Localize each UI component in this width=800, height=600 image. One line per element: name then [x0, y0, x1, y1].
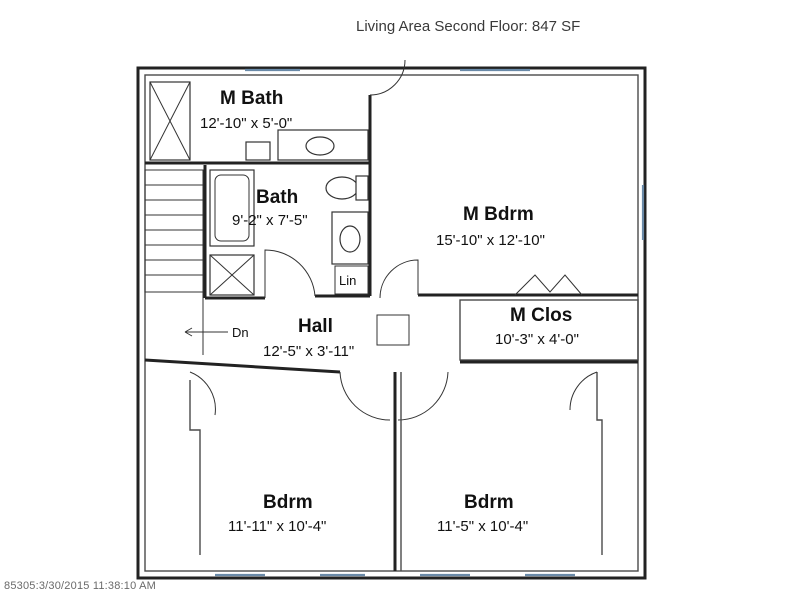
- room-dims-hall: 12'-5" x 3'-11": [263, 343, 355, 360]
- room-name-m-bdrm: M Bdrm: [463, 204, 534, 225]
- linen-label: Lin: [339, 273, 357, 288]
- exterior-wall-outer: [136, 66, 647, 580]
- wall-hall-bottom-left: [144, 358, 341, 374]
- stairs-down-label: Dn: [232, 325, 249, 340]
- door-mbdrm: [379, 259, 419, 299]
- plan-title: Living Area Second Floor: 847 SF: [356, 18, 581, 35]
- bathtub: [209, 169, 255, 247]
- room-dims-m-bath: 12'-10" x 5'-0": [200, 115, 293, 132]
- timestamp-stamp: 85305:3/30/2015 11:38:10 AM: [4, 580, 156, 592]
- room-dims-m-bdrm: 15'-10" x 12'-10": [436, 232, 545, 249]
- room-name-bdrm-left: Bdrm: [263, 492, 313, 513]
- door-bdrm-left: [189, 371, 216, 416]
- room-dims-bdrm-right: 11'-5" x 10'-4": [437, 518, 529, 535]
- linen-closet: [334, 265, 369, 295]
- door-bath: [264, 249, 316, 298]
- room-dims-m-clos: 10'-3" x 4'-0": [495, 331, 579, 348]
- door-hall-center: [339, 371, 449, 421]
- room-name-m-clos: M Clos: [510, 305, 573, 326]
- closet-bifold: [514, 274, 583, 296]
- room-dims-bdrm-left: 11'-11" x 10'-4": [228, 518, 327, 535]
- wall-bdrm-left: [189, 380, 201, 555]
- wall-bdrm-right: [596, 372, 603, 555]
- room-name-bdrm-right: Bdrm: [464, 492, 514, 513]
- door-mbath: [369, 59, 406, 96]
- toilet-mbath: [245, 141, 271, 161]
- room-dims-bath: 9'-2" x 7'-5": [232, 212, 308, 229]
- stairs: [144, 169, 204, 293]
- room-name-bath: Bath: [256, 187, 299, 208]
- attic-hatch: [376, 314, 410, 346]
- room-name-hall: Hall: [298, 316, 333, 337]
- door-bdrm-right: [569, 371, 598, 411]
- toilet-bath: [325, 176, 359, 200]
- closet-box: [459, 299, 639, 361]
- room-name-m-bath: M Bath: [220, 88, 284, 109]
